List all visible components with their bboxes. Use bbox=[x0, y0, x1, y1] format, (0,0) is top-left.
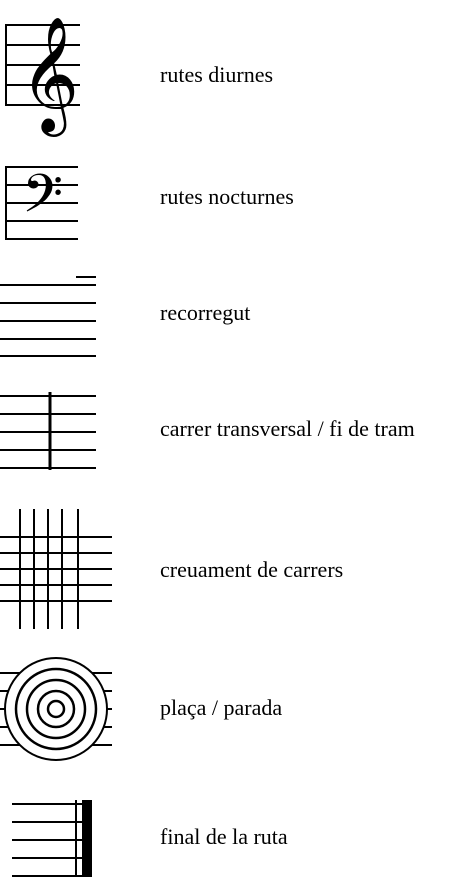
svg-text:𝄞: 𝄞 bbox=[20, 15, 79, 137]
legend-item-placa-parada: plaça / parada bbox=[0, 650, 472, 770]
final-barline-icon bbox=[12, 800, 92, 877]
treble-clef-staff-icon: 𝄞 bbox=[5, 15, 80, 137]
legend-label: rutes nocturnes bbox=[160, 184, 294, 209]
concentric-circles-icon bbox=[0, 657, 112, 761]
legend-item-carrer-transversal: carrer transversal / fi de tram bbox=[0, 388, 472, 478]
legend-label: plaça / parada bbox=[160, 695, 283, 720]
legend-item-creuament-de-carrers: creuament de carrers bbox=[0, 505, 472, 635]
legend-item-rutes-diurnes: 𝄞 rutes diurnes bbox=[0, 0, 472, 140]
staff-lines-icon bbox=[0, 276, 96, 357]
legend-item-final-de-la-ruta: final de la ruta bbox=[0, 796, 472, 877]
svg-text:𝄢: 𝄢 bbox=[22, 164, 63, 238]
legend-item-recorregut: recorregut bbox=[0, 272, 472, 362]
bass-clef-staff-icon: 𝄢 bbox=[5, 164, 78, 240]
legend-item-rutes-nocturnes: 𝄢 rutes nocturnes bbox=[0, 158, 472, 248]
legend-label: creuament de carrers bbox=[160, 557, 344, 582]
legend-label: carrer transversal / fi de tram bbox=[160, 416, 415, 441]
staff-barline-icon bbox=[0, 392, 96, 470]
legend-label: recorregut bbox=[160, 300, 251, 325]
legend-label: rutes diurnes bbox=[160, 62, 274, 87]
legend-label: final de la ruta bbox=[160, 824, 288, 849]
street-grid-icon bbox=[0, 509, 112, 629]
